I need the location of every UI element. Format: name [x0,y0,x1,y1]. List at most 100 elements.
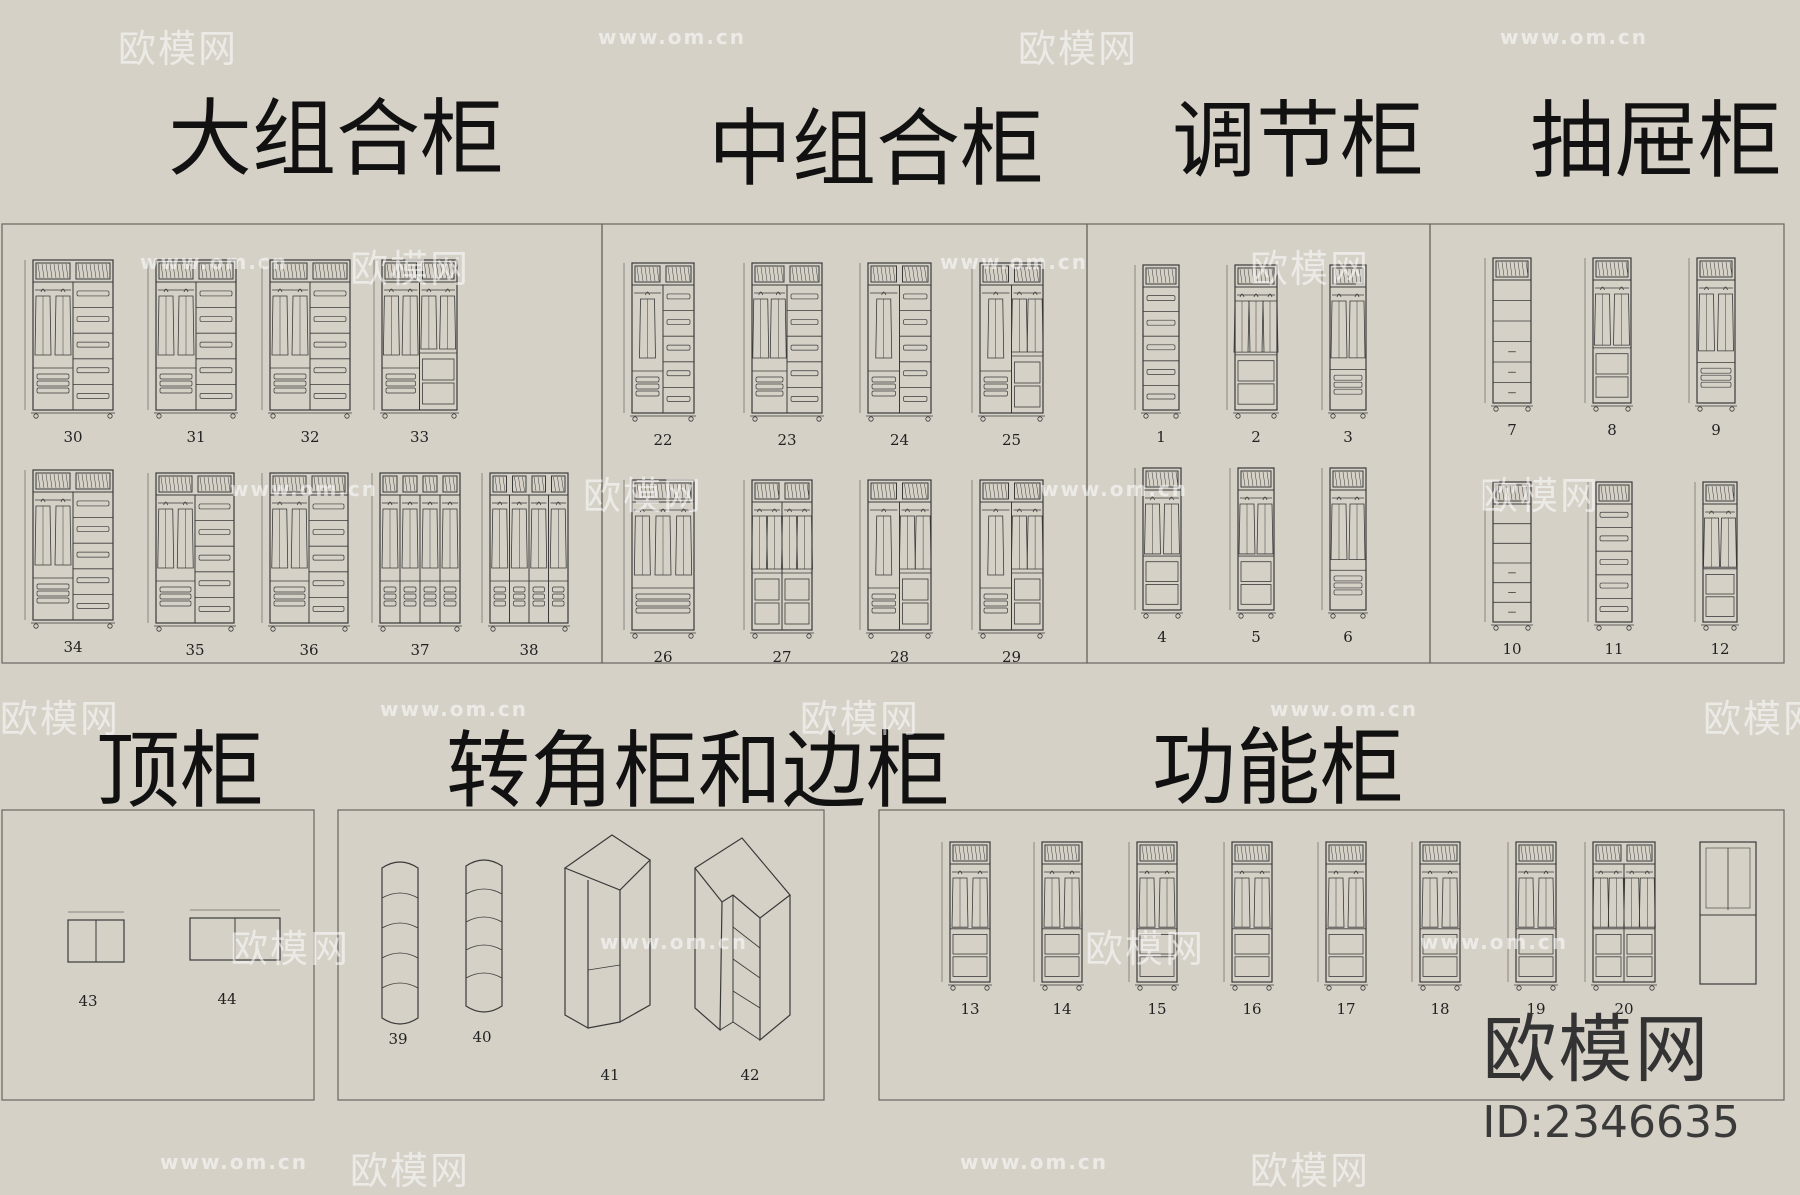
cabinet-unit: 30 [24,259,115,446]
title-functional: 功能柜 [1152,719,1404,817]
unit-number: 22 [653,431,672,449]
cabinet-unit: 19 [1507,841,1558,1018]
cabinet-unit: 11 [1587,481,1634,658]
unit-number: 8 [1607,421,1617,439]
cabinet-unit: 15 [1128,841,1179,1018]
cabinet-unit [1699,841,1757,985]
panel-frames [1,223,1785,1101]
cabinet-unit: 3 [1321,264,1368,446]
corner-cabinet: 39 [381,861,419,1048]
title-large-combo: 大组合柜 [168,90,504,188]
unit-number: 12 [1710,640,1729,658]
cabinet-unit: 35 [147,472,236,659]
cabinet-unit: 12 [1694,481,1739,658]
unit-number: 39 [388,1030,407,1048]
unit-number: 10 [1502,640,1521,658]
unit-number: 32 [300,428,319,446]
cabinet-unit: 27 [743,479,814,666]
cabinet-unit: 7 [1484,257,1533,439]
brand-mark: 欧模网 ID:2346635 [1482,990,1740,1148]
unit-number: 41 [600,1066,619,1084]
unit-number: 7 [1507,421,1517,439]
cabinet-unit: 5 [1229,467,1276,646]
unit-number: 13 [960,1000,979,1018]
unit-number: 18 [1430,1000,1449,1018]
cabinet-unit: 14 [1033,841,1084,1018]
cabinet-unit: 22 [623,262,696,449]
title-top: 顶柜 [96,722,264,820]
unit-number: 29 [1002,648,1021,666]
unit-number: 31 [186,428,205,446]
unit-number: 11 [1604,640,1623,658]
cabinet-unit: 17 [1317,841,1368,1018]
cabinet-unit: 20 [1584,841,1657,1018]
unit-number: 40 [472,1028,491,1046]
unit-number: 25 [1002,431,1021,449]
title-drawer: 抽屉柜 [1530,92,1782,190]
cabinet-unit: 29 [971,479,1045,666]
title-medium-combo: 中组合柜 [708,100,1044,198]
top-cabinet: 44 [189,909,281,1008]
cabinet-unit: 31 [147,259,238,446]
panel-drawer [1429,223,1785,664]
unit-number: 34 [63,638,82,656]
title-corner-side: 转角柜和边柜 [446,722,950,820]
cabinet-unit: 36 [261,472,350,659]
unit-number: 19 [1526,1000,1545,1018]
cabinet-unit: 25 [971,262,1045,449]
cabinet-unit: 34 [24,469,115,656]
title-adjustable: 调节柜 [1172,92,1424,190]
unit-number: 35 [185,641,204,659]
cabinet-unit: 18 [1411,841,1462,1018]
unit-number: 6 [1343,628,1353,646]
unit-number: 38 [519,641,538,659]
brand-name: 欧模网 [1482,1007,1711,1093]
unit-number: 1 [1156,428,1166,446]
cabinet-unit: 37 [371,472,462,659]
unit-number: 23 [777,431,796,449]
cabinet-unit: 33 [373,259,459,446]
cabinet-unit: 23 [743,262,824,449]
cabinet-unit: 24 [859,262,933,449]
cabinet-unit: 1 [1134,264,1181,446]
cabinet-unit: 16 [1223,841,1274,1018]
cabinet-unit: 38 [481,472,570,659]
unit-number: 37 [410,641,429,659]
unit-number: 28 [890,648,909,666]
unit-number: 20 [1614,1000,1633,1018]
cabinet-unit: 32 [261,259,352,446]
cabinet-unit: 2 [1226,264,1279,446]
cabinet-unit: 4 [1134,467,1183,646]
unit-number: 26 [653,648,672,666]
unit-number: 4 [1157,628,1167,646]
cabinet-unit: 10 [1484,481,1533,658]
corner-cabinet: 41 [563,834,651,1084]
unit-number: 27 [772,648,791,666]
unit-number: 16 [1242,1000,1261,1018]
unit-number: 5 [1251,628,1261,646]
cabinet-unit: 13 [941,841,992,1018]
top-layer: 43 44 [67,909,281,1010]
corner-layer: 39 40 41 42 [381,834,791,1084]
cabinet-unit: 6 [1321,467,1368,646]
unit-number: 43 [78,992,97,1010]
panel-corner [337,809,825,1101]
corner-cabinet: 42 [694,837,791,1084]
top-cabinet: 43 [67,911,125,1010]
unit-number: 36 [299,641,318,659]
unit-number: 42 [740,1066,759,1084]
unit-number: 9 [1711,421,1721,439]
unit-number: 14 [1052,1000,1071,1018]
panel-functional [878,809,1785,1101]
unit-number: 24 [890,431,909,449]
unit-number: 30 [63,428,82,446]
cabinet-unit: 28 [859,479,933,666]
brand-id: ID:2346635 [1482,1097,1740,1148]
unit-number: 33 [410,428,429,446]
cabinet-unit: 9 [1688,257,1737,439]
panel-top [1,809,315,1101]
unit-number: 3 [1343,428,1353,446]
cabinet-unit: 8 [1584,257,1633,439]
